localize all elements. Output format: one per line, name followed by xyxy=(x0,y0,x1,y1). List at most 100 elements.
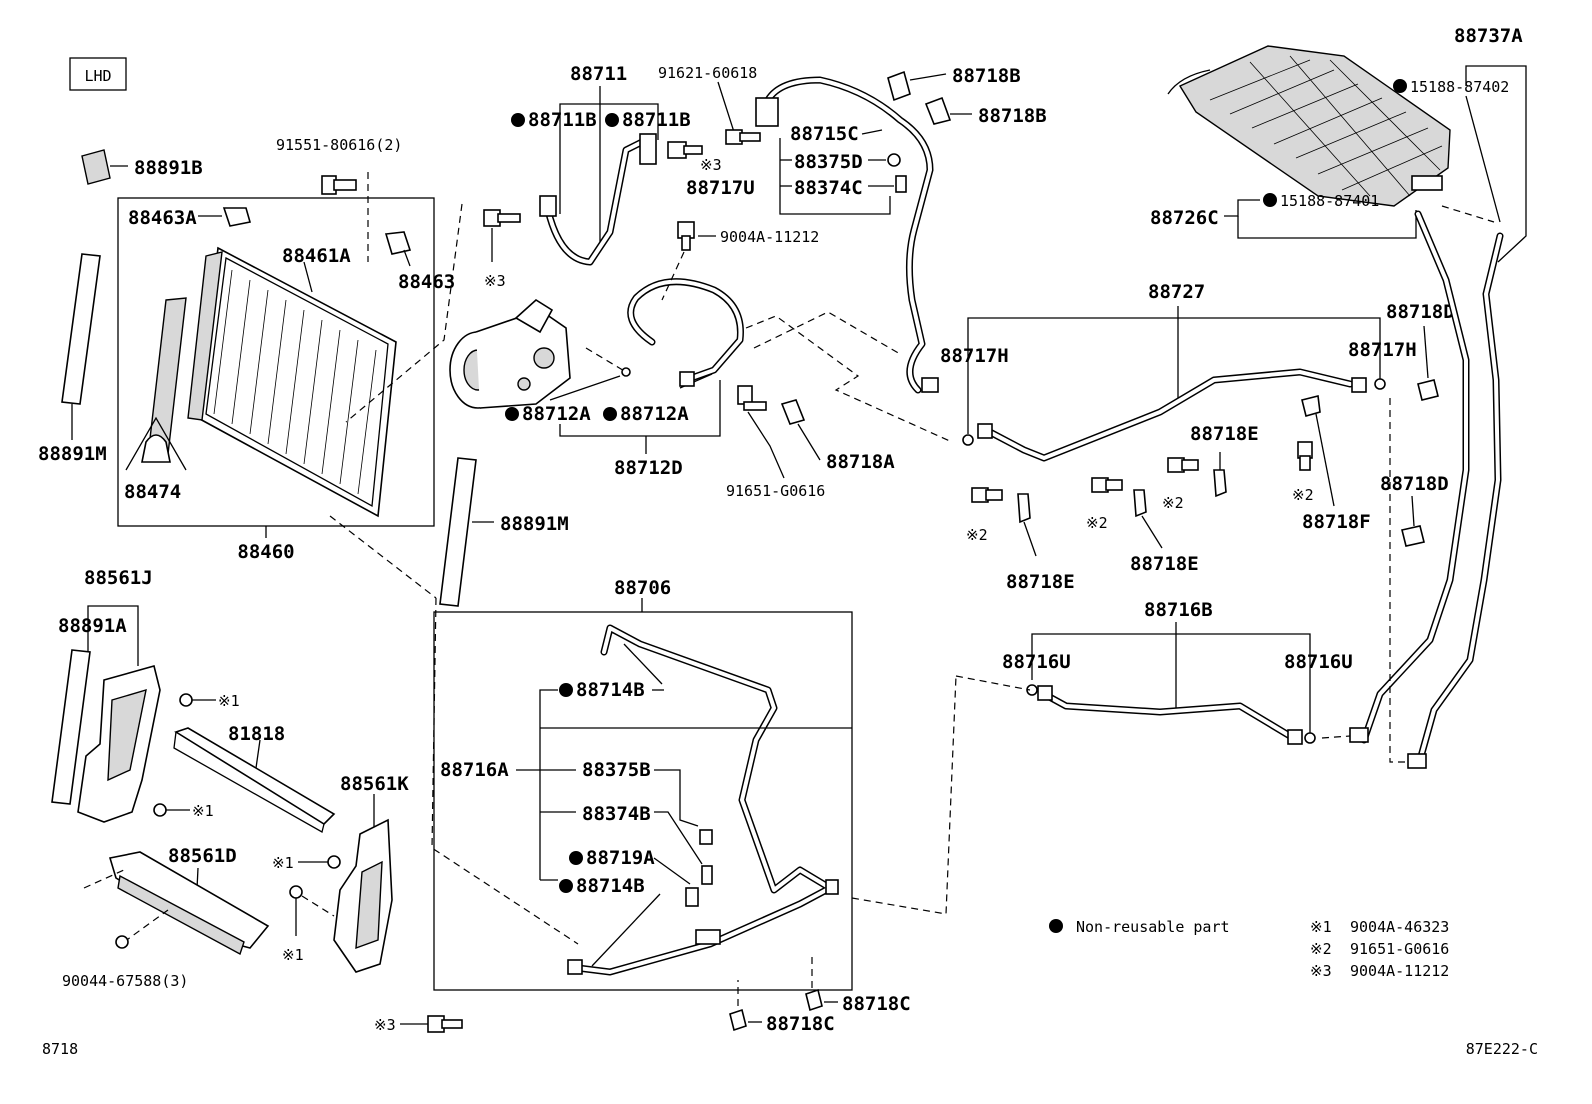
label-88726C: 88726C xyxy=(1150,207,1219,229)
label-88375D: 88375D xyxy=(794,151,863,173)
label-88718D-b: 88718D xyxy=(1380,473,1449,495)
label-88717U: 88717U xyxy=(686,177,755,199)
label-88718C-b: 88718C xyxy=(842,993,911,1015)
label-88561D: 88561D xyxy=(168,845,237,867)
clip-mark1-a xyxy=(179,693,216,707)
legend: Non-reusable part ※1 9004A-46323 ※2 9165… xyxy=(1049,918,1449,980)
pipe-88737A-return xyxy=(1407,232,1504,769)
label-88561J: 88561J xyxy=(84,567,153,589)
mark2-b: ※2 xyxy=(1086,514,1108,532)
mark1-a: ※1 xyxy=(218,692,240,710)
label-88375B: 88375B xyxy=(582,759,651,781)
mark1-d: ※1 xyxy=(282,946,304,964)
seal-88891A xyxy=(51,649,91,805)
label-88716B: 88716B xyxy=(1144,599,1213,621)
cap-88375D xyxy=(887,153,901,167)
clamp-88718A xyxy=(780,399,806,425)
clip-88718B-a xyxy=(887,70,911,102)
label-9004A-11212: 9004A-11212 xyxy=(720,228,819,246)
label-88718E-c: 88718E xyxy=(1190,423,1259,445)
label-88714B-a: 88714B xyxy=(576,679,645,701)
clip-88718C-a xyxy=(729,1008,747,1032)
mark3-c: ※3 xyxy=(374,1016,396,1034)
bolt-9004A-11212 xyxy=(677,221,695,251)
label-88461A: 88461A xyxy=(282,245,351,267)
bolt-mark3-left xyxy=(483,209,521,227)
mark1-b: ※1 xyxy=(192,802,214,820)
label-88716U-b: 88716U xyxy=(1284,651,1353,673)
label-88712A-b: 88712A xyxy=(620,403,689,425)
clip-88718E-a xyxy=(1017,493,1031,524)
label-88719A: 88719A xyxy=(586,847,655,869)
bolt-91651 xyxy=(737,385,767,411)
label-88718E-b: 88718E xyxy=(1130,553,1199,575)
label-88712D: 88712D xyxy=(614,457,683,479)
legend-non-reusable: Non-reusable part xyxy=(1076,918,1230,936)
cushion-88474 xyxy=(125,416,187,471)
clip-mark1-d xyxy=(289,885,303,899)
condenser-group-box xyxy=(117,197,435,527)
label-88711B-b: 88711B xyxy=(622,109,691,131)
hose-88712D xyxy=(627,278,744,387)
legend-note-1-mark: ※1 xyxy=(1310,918,1332,936)
label-88374C: 88374C xyxy=(794,177,863,199)
lhd-label: LHD xyxy=(84,67,111,85)
pipe-88711 xyxy=(539,133,657,266)
label-88711: 88711 xyxy=(570,63,627,85)
label-88712A-a: 88712A xyxy=(522,403,591,425)
bolt-mark3-top xyxy=(667,141,703,159)
bolt-mark2-d xyxy=(1297,441,1313,471)
label-88711B-a: 88711B xyxy=(528,109,597,131)
seal-88891M-mid xyxy=(439,457,477,607)
bolt-mark3-bottom xyxy=(427,1015,463,1033)
label-91621: 91621-60618 xyxy=(658,64,757,82)
label-88374B: 88374B xyxy=(582,803,651,825)
clip-88718D-a xyxy=(1417,379,1439,401)
diagram-code: 87E222-C xyxy=(1466,1040,1538,1058)
label-88718B-b: 88718B xyxy=(978,105,1047,127)
label-88891B: 88891B xyxy=(134,157,203,179)
label-88718F: 88718F xyxy=(1302,511,1371,533)
label-88714B-b: 88714B xyxy=(576,875,645,897)
legend-note-2-part: 91651-G0616 xyxy=(1350,940,1449,958)
label-88718B-a: 88718B xyxy=(952,65,1021,87)
bolt-90044 xyxy=(115,935,129,949)
clip-88718D-b xyxy=(1401,525,1425,547)
valve-88374B xyxy=(701,865,713,885)
label-81818: 81818 xyxy=(228,723,285,745)
label-88718D-a: 88718D xyxy=(1386,301,1455,323)
clip-mark1-b xyxy=(153,803,190,817)
clip-88718C-b xyxy=(805,988,823,1012)
legend-note-3-part: 9004A-11212 xyxy=(1350,962,1449,980)
air-guide-88561J xyxy=(77,665,161,823)
pipe-88716B xyxy=(1037,685,1303,745)
cover-88561D xyxy=(108,851,270,956)
valve-88374C xyxy=(895,175,907,193)
mark2-c: ※2 xyxy=(1162,494,1184,512)
bar-81818 xyxy=(173,727,336,833)
label-15188-87401: 15188-87401 xyxy=(1280,192,1379,210)
label-15188-87402: 15188-87402 xyxy=(1410,78,1509,96)
pipe-88726C xyxy=(1349,210,1470,744)
label-88718C-a: 88718C xyxy=(766,1013,835,1035)
mark3-a: ※3 xyxy=(484,272,506,290)
condenser-side-panel xyxy=(147,297,187,457)
label-88718A: 88718A xyxy=(826,451,895,473)
label-88891M-mid: 88891M xyxy=(500,513,569,535)
label-88474: 88474 xyxy=(124,481,181,503)
clip-88463A xyxy=(222,207,252,227)
bolt-mark2-a xyxy=(971,487,1003,503)
mark2-d: ※2 xyxy=(1292,486,1314,504)
page-code: 8718 xyxy=(42,1040,78,1058)
label-88460: 88460 xyxy=(237,541,294,563)
bracket-88561K xyxy=(333,818,393,973)
label-91551: 91551-80616(2) xyxy=(276,136,402,154)
label-88715C: 88715C xyxy=(790,123,859,145)
label-88717H-b: 88717H xyxy=(1348,339,1417,361)
bolt-91551 xyxy=(321,175,357,195)
clip-88718B-b xyxy=(924,96,952,125)
valve-88719A xyxy=(685,887,699,907)
label-88561K: 88561K xyxy=(340,773,409,795)
cap-88375B xyxy=(699,829,713,845)
